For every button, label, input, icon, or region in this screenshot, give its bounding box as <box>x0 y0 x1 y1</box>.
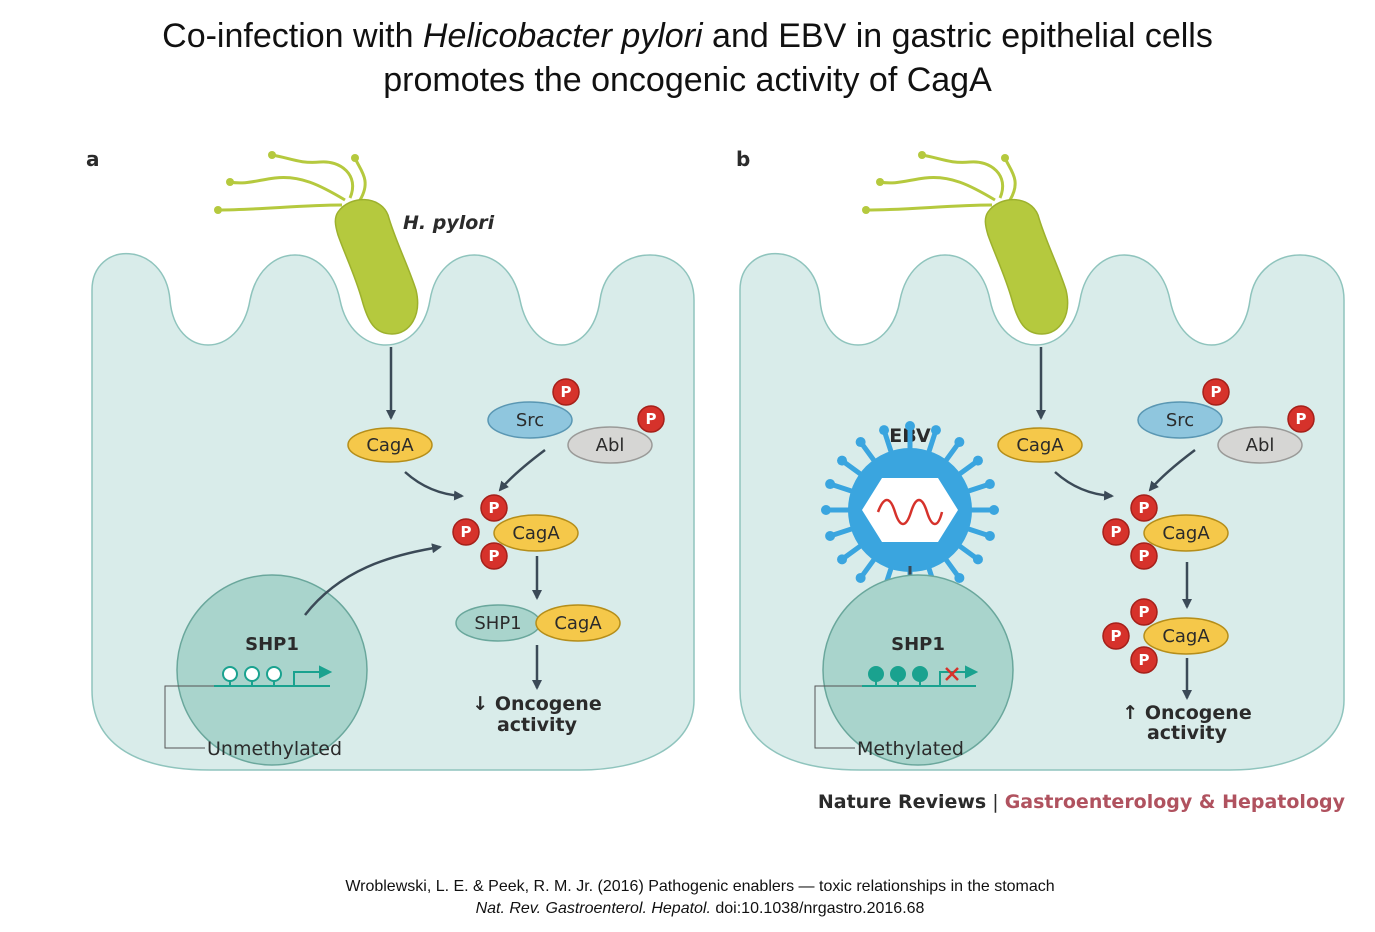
panel-b-active-phosphate-left: P <box>1102 622 1130 650</box>
panel-a-abl-phosphate: P <box>637 405 665 433</box>
panel-a-flagella-tips <box>214 151 359 214</box>
panel-b-p1: P <box>1139 499 1150 517</box>
credit-section: Gastroenterology & Hepatology <box>1005 791 1346 813</box>
panel-b-caga-label: CagA <box>1016 435 1064 456</box>
panel-b-src-phosphate: P <box>1202 378 1230 406</box>
credit-separator: | <box>986 791 1004 813</box>
panel-b-phospho-caga-label: CagA <box>1162 523 1210 544</box>
panel-a-complex-phosphate-left: P <box>452 518 480 546</box>
panel-a-outcome-line-1: ↓ Oncogene <box>472 693 601 715</box>
title-text-pre: Co-infection with <box>162 17 423 55</box>
citation: Wroblewski, L. E. & Peek, R. M. Jr. (201… <box>0 876 1375 920</box>
panel-a-callout-line <box>164 685 214 749</box>
panel-b-blocked-transcription-icon <box>945 667 959 681</box>
citation-doi: doi:10.1038/nrgastro.2016.68 <box>710 900 925 917</box>
panel-b-flagella-tips <box>862 151 1009 214</box>
panel-a-p1: P <box>489 499 500 517</box>
panel-a-p3: P <box>489 547 500 565</box>
panel-a-complex-phosphate-bottom: P <box>480 542 508 570</box>
panel-a-bound-caga-label: CagA <box>554 613 602 634</box>
panel-b-p3: P <box>1139 547 1150 565</box>
panel-a-dephosphorylation-arrow <box>304 543 442 616</box>
panel-b-letter: b <box>736 147 750 171</box>
panel-a-abl-p-label: P <box>646 410 657 428</box>
panel-a-caga-arrow <box>404 471 464 501</box>
panel-b-caga-arrow <box>1054 471 1114 501</box>
panel-b-abl <box>1217 426 1303 464</box>
citation-journal: Nat. Rev. Gastroenterol. Hepatol. <box>475 900 711 917</box>
panel-b-abl-phosphate: P <box>1287 405 1315 433</box>
panel-b-complex-phosphate-left: P <box>1102 518 1130 546</box>
panel-b-outcome-line-2: activity <box>1147 722 1228 744</box>
panel-a-src-p-label: P <box>561 383 572 401</box>
slide-title: Co-infection with Helicobacter pylori an… <box>0 14 1375 102</box>
panel-b-nucleus-label: SHP1 <box>891 634 945 655</box>
title-text-post: and EBV in gastric epithelial cells <box>702 17 1213 55</box>
title-line-2: promotes the oncogenic activity of CagA <box>383 61 992 99</box>
panel-a-caga <box>347 427 433 463</box>
panel-a-src-phosphate: P <box>552 378 580 406</box>
panel-a-bacterium-label: H. pylori <box>403 212 495 234</box>
panel-b-p4: P <box>1139 603 1150 621</box>
panel-b-flagella <box>865 153 1017 212</box>
panel-b-outcome-line-1: ↑ Oncogene <box>1122 702 1251 724</box>
panel-a-letter: a <box>86 147 100 171</box>
panel-b-h-pylori-bacterium <box>984 198 1069 335</box>
panel-b-caga <box>997 427 1083 463</box>
panel-a-bound-caga <box>535 604 621 642</box>
panel-a-kinase-arrow <box>498 449 546 492</box>
panel-b-kinase-arrow <box>1148 449 1196 492</box>
panel-b-src-p-label: P <box>1211 383 1222 401</box>
panel-a-abl-label: Abl <box>596 435 625 456</box>
journal-credit: Nature Reviews | Gastroenterology & Hepa… <box>818 791 1346 813</box>
panel-b-p6: P <box>1139 651 1150 669</box>
credit-journal: Nature Reviews <box>818 791 986 813</box>
panel-b-methylated-dna <box>862 665 979 687</box>
panel-b-src <box>1137 401 1223 439</box>
panel-a-p2: P <box>461 523 472 541</box>
panel-a-src <box>487 401 573 439</box>
panel-b-ebv-virus <box>821 421 999 599</box>
panel-b-complex-phosphate-top: P <box>1130 494 1158 522</box>
panel-a: a H. pylori CagA Src Abl P P <box>86 147 695 771</box>
panel-a-flagella <box>217 153 367 212</box>
panel-a-src-label: Src <box>516 410 544 431</box>
panel-b-methylation-label: Methylated <box>857 738 964 760</box>
panel-b-src-label: Src <box>1166 410 1194 431</box>
citation-line-1: Wroblewski, L. E. & Peek, R. M. Jr. (201… <box>345 878 1055 895</box>
panel-a-abl <box>567 426 653 464</box>
panel-a-nucleus-label: SHP1 <box>245 634 299 655</box>
panel-b-p5: P <box>1111 627 1122 645</box>
panel-b-p2: P <box>1111 523 1122 541</box>
panel-b-abl-p-label: P <box>1296 410 1307 428</box>
title-line-1: Co-infection with Helicobacter pylori an… <box>0 14 1375 58</box>
panel-a-phospho-caga-label: CagA <box>512 523 560 544</box>
panel-b-active-phosphate-bottom: P <box>1130 646 1158 674</box>
panel-a-complex-phosphate-top: P <box>480 494 508 522</box>
panel-a-shp1-protein-label: SHP1 <box>474 613 521 634</box>
panel-b-active-caga-label: CagA <box>1162 626 1210 647</box>
panel-b-phospho-caga <box>1143 514 1229 552</box>
panel-a-phospho-caga <box>493 514 579 552</box>
panel-b-callout-line <box>814 685 862 749</box>
panel-a-caga-label: CagA <box>366 435 414 456</box>
panel-a-methylation-label: Unmethylated <box>207 738 342 760</box>
panel-a-unmethylated-dna <box>214 665 333 687</box>
panel-b-complex-phosphate-bottom: P <box>1130 542 1158 570</box>
panel-b-abl-label: Abl <box>1246 435 1275 456</box>
panel-a-outcome-line-2: activity <box>497 714 578 736</box>
panel-a-h-pylori-bacterium <box>334 198 419 335</box>
citation-line-2: Nat. Rev. Gastroenterol. Hepatol. doi:10… <box>0 898 1375 920</box>
panel-b-active-phosphate-top: P <box>1130 598 1158 626</box>
panel-b: b CagA Src Abl P P CagA P P P CagA P <box>736 147 1345 771</box>
panel-b-active-caga <box>1143 617 1229 655</box>
title-species: Helicobacter pylori <box>422 17 703 55</box>
